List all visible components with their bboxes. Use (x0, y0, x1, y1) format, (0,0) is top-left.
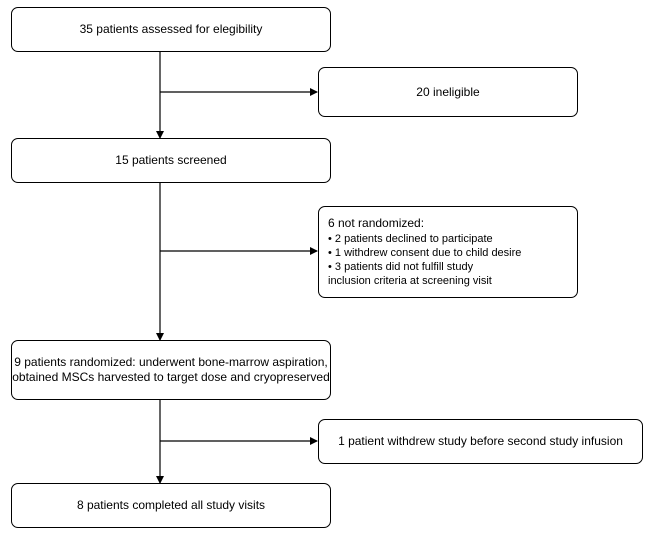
screened-label: 15 patients screened (115, 153, 227, 167)
assessed-label: 35 patients assessed for elegibility (79, 22, 263, 36)
reason-criteria-line2: inclusion criteria at screening visit (328, 275, 492, 287)
ineligible-box: 20 ineligible (318, 67, 578, 117)
randomized-box: 9 patients randomized: underwent bone-ma… (11, 340, 331, 400)
withdrew-label: 1 patient withdrew study before second s… (338, 434, 623, 448)
completed-label: 8 patients completed all study visits (76, 498, 266, 512)
reason-criteria-line1: • 3 patients did not fulfill study (328, 261, 474, 273)
ineligible-label: 20 ineligible (416, 84, 480, 99)
reason-declined: • 2 patients declined to participate (328, 233, 493, 245)
screened-box: 15 patients screened (11, 138, 331, 183)
randomized-line2: obtained MSCs harvested to target dose a… (12, 370, 330, 384)
not-randomized-title: 6 not randomized: (328, 216, 425, 230)
randomized-line1: 9 patients randomized: underwent bone-ma… (14, 355, 328, 369)
not-randomized-reasons: • 2 patients declined to participate • 1… (328, 232, 577, 288)
assessed-box: 35 patients assessed for elegibility (11, 7, 331, 52)
withdrew-box: 1 patient withdrew study before second s… (318, 419, 643, 464)
reason-withdrew-consent: • 1 withdrew consent due to child desire (328, 247, 522, 259)
not-randomized-box: 6 not randomized: • 2 patients declined … (318, 206, 578, 298)
completed-box: 8 patients completed all study visits (11, 483, 331, 528)
